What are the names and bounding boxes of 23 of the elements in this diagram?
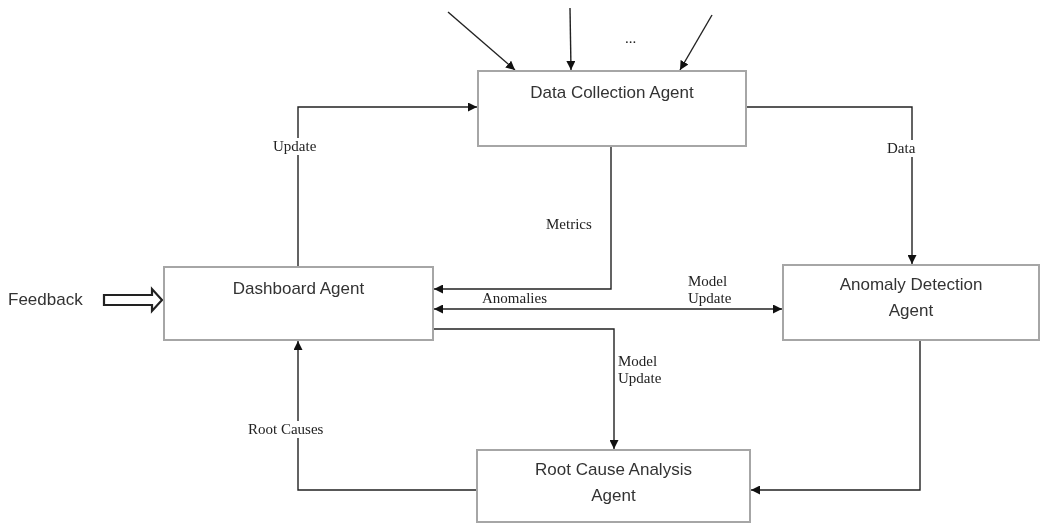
agent-box	[163, 266, 434, 341]
agent-box	[782, 264, 1040, 341]
node-label: Data Collection Agent	[529, 82, 695, 104]
edge-label: Root Causes	[247, 421, 325, 439]
agent-box	[476, 449, 751, 523]
arrow	[679, 14, 713, 71]
arrow	[297, 102, 478, 267]
arrow	[746, 106, 917, 265]
agent-box	[477, 70, 747, 147]
arrow	[566, 7, 576, 71]
edge-label: Data	[886, 140, 917, 158]
node-label: Root Cause Analysis Agent	[534, 459, 693, 507]
arrow	[293, 340, 477, 491]
arrow	[750, 340, 921, 495]
arrow	[433, 304, 783, 314]
node-label: Dashboard Agent	[231, 278, 366, 300]
edge-label: Update	[272, 138, 318, 156]
arrow	[447, 11, 516, 71]
block-arrow	[102, 286, 164, 314]
arrow	[433, 146, 612, 294]
node-label: Anomaly Detection Agent	[838, 274, 984, 322]
feedback-label: Feedback	[8, 290, 83, 309]
arrow	[433, 328, 619, 450]
